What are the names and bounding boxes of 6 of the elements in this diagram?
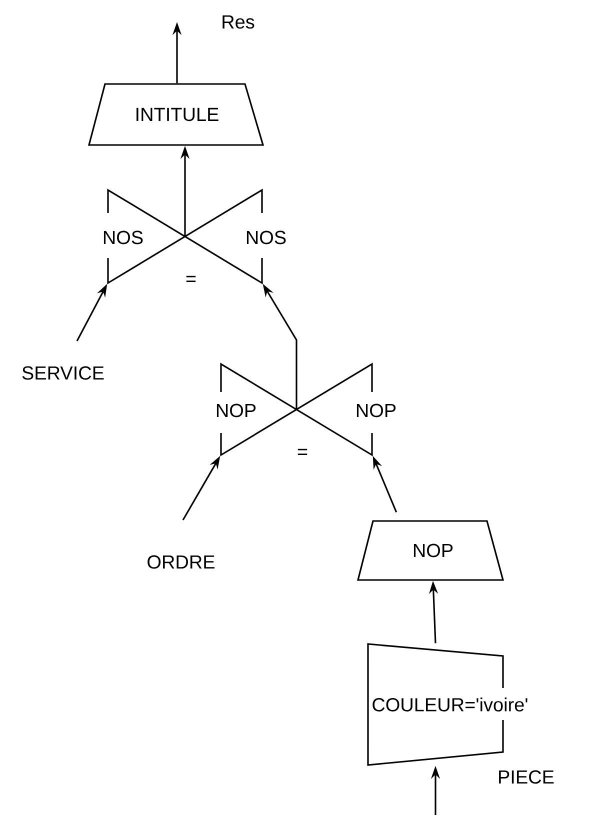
join-bowtie: NOS NOS = bbox=[101, 188, 288, 286]
node-label: Res bbox=[222, 15, 254, 29]
node-label: SERVICE bbox=[22, 366, 104, 380]
node-label: ORDRE bbox=[148, 555, 214, 569]
join-bowtie: NOP NOP = bbox=[214, 362, 398, 460]
input-label: PIECE bbox=[499, 770, 554, 784]
